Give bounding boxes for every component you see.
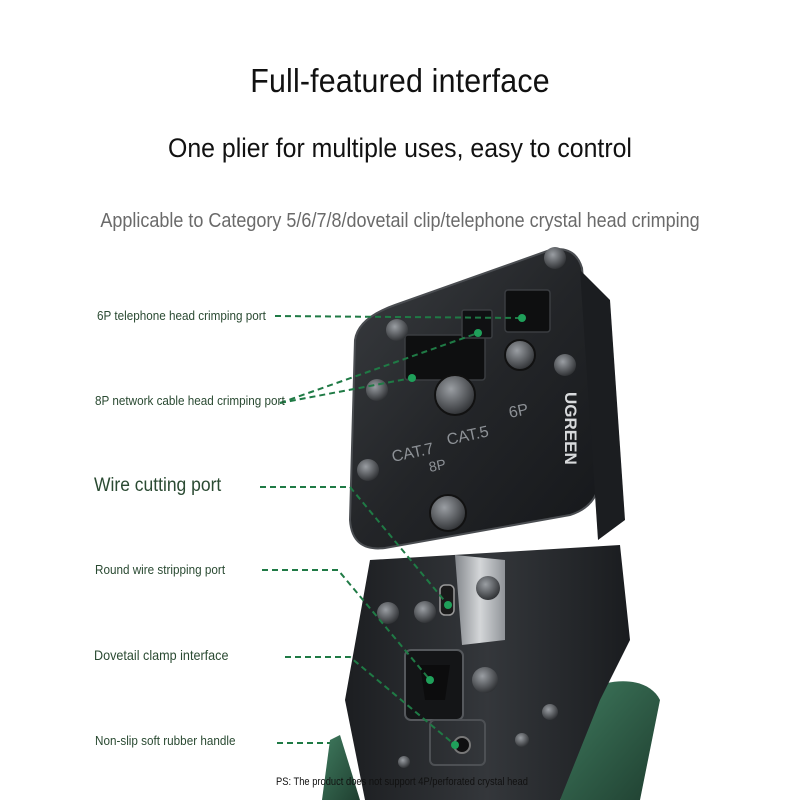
leader-lines	[260, 315, 523, 746]
callout-wire-cutting: Wire cutting port	[94, 475, 222, 496]
leader-dots	[408, 314, 526, 749]
leader-8p-a	[279, 377, 413, 404]
head-side-sleeve	[580, 270, 625, 540]
leader-6p	[274, 315, 523, 319]
die-bolt	[434, 374, 476, 416]
die-label-8p: 8P	[427, 456, 447, 475]
port-6p-cavity	[504, 289, 551, 333]
brand-mark: UGREEN	[561, 392, 580, 465]
leader-dovetail	[285, 656, 456, 746]
cable-guide	[429, 719, 486, 766]
left-rubber-handle	[322, 735, 360, 800]
port-8p-cavity	[404, 334, 486, 381]
page-subtitle: One plier for multiple uses, easy to con…	[168, 133, 632, 163]
leader-wire-cutting	[260, 486, 449, 606]
callout-6p-port: 6P telephone head crimping port	[97, 308, 266, 323]
callout-dovetail: Dovetail clamp interface	[94, 647, 229, 663]
die-label-6p: 6P	[507, 401, 530, 422]
stripping-slot	[439, 584, 455, 616]
leader-stripping	[262, 569, 431, 681]
callout-stripping: Round wire stripping port	[95, 562, 226, 577]
page-title: Full-featured interface	[250, 62, 550, 99]
applicable-text: Applicable to Category 5/6/7/8/dovetail …	[100, 210, 700, 232]
callout-8p-port: 8P network cable head crimping port	[95, 393, 285, 408]
leader-8p-b	[279, 332, 479, 404]
pivot-bolt	[429, 494, 467, 532]
footer-note: PS: The product does not support 4P/perf…	[276, 776, 528, 788]
callout-handle: Non-slip soft rubber handle	[95, 733, 236, 748]
screws	[357, 247, 576, 768]
blade-insert	[455, 555, 505, 645]
